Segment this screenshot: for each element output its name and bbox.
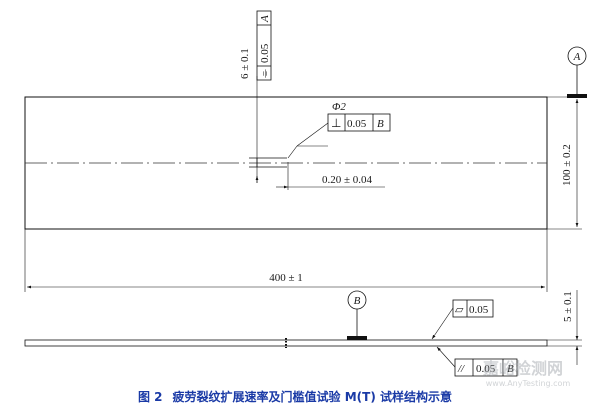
symmetry-value: 0.05: [259, 43, 271, 63]
hole-diameter-label: Φ2: [332, 101, 346, 113]
perpendicularity-symbol: ⊥: [331, 116, 341, 130]
flatness-symbol: ▱: [455, 304, 464, 316]
datum-a-feature: [567, 94, 587, 98]
figure-caption: 图 2 疲劳裂纹扩展速率及门槛值试验 M(T) 试样结构示意: [0, 388, 600, 405]
perpendicularity-tolerance-frame: [327, 113, 391, 132]
parallelism-leader: [436, 346, 456, 368]
specimen-plate-side-view: [24, 339, 548, 347]
parallelism-value: 0.05: [476, 363, 496, 375]
width-dimension: 100 ± 0.2: [561, 144, 573, 186]
flatness-leader: [431, 307, 454, 340]
notch-offset-dimension: 0.20 ± 0.04: [322, 174, 373, 186]
perpendicularity-datum: B: [377, 118, 384, 130]
figure-number: 图 2: [138, 390, 163, 404]
datum-b-feature: [347, 336, 367, 340]
parallelism-tolerance-frame: [454, 358, 518, 377]
perpendicularity-value: 0.05: [347, 118, 367, 130]
notch-length-dimension: 6 ± 0.1: [239, 48, 251, 79]
parallelism-symbol: //: [457, 363, 465, 375]
thickness-dimension: 5 ± 0.1: [562, 291, 574, 322]
figure-caption-text: 疲劳裂纹扩展速率及门槛值试验 M(T) 试样结构示意: [172, 390, 452, 404]
symmetry-symbol: ⌯: [259, 69, 271, 78]
datum-b-label: B: [354, 295, 361, 307]
symmetry-datum: A: [259, 15, 271, 23]
symmetry-tolerance-frame: [256, 10, 272, 81]
watermark-logo: 嘉峪检测网 www.AnyTesting.com: [482, 359, 571, 388]
flatness-value: 0.05: [469, 304, 489, 316]
watermark-subtext: www.AnyTesting.com: [486, 379, 571, 388]
datum-a-label: A: [573, 51, 581, 63]
length-dimension: 400 ± 1: [269, 272, 303, 284]
watermark-text: 嘉峪检测网: [482, 359, 563, 378]
parallelism-datum: B: [507, 363, 514, 375]
